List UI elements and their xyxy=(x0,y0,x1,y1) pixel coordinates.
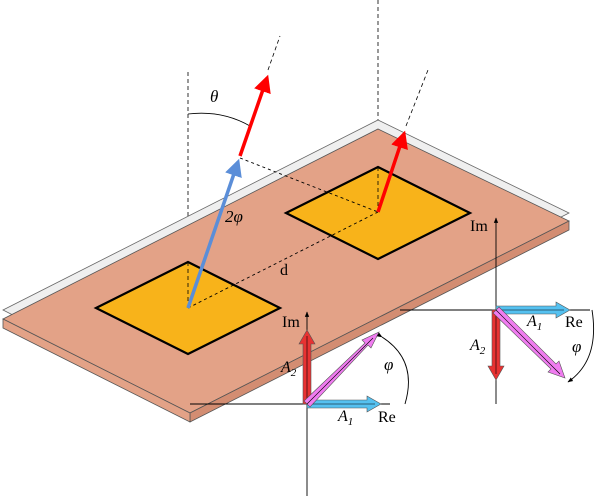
right-phi-label: φ xyxy=(572,337,581,356)
left-phi-arc xyxy=(376,332,409,405)
left-a1-label: A1 xyxy=(337,408,353,428)
left-re-label: Re xyxy=(378,409,396,426)
right-a2-label: A2 xyxy=(469,337,486,357)
right-re-label: Re xyxy=(565,314,583,331)
left-im-label: Im xyxy=(282,314,300,331)
left-phi-label: φ xyxy=(384,355,393,374)
right-resultant-phasor-stroke xyxy=(495,309,561,375)
right-phi-arc xyxy=(567,309,595,383)
theta-angle-arc xyxy=(187,112,251,127)
distance-label: d xyxy=(280,262,288,279)
left-beam-extension xyxy=(267,35,281,71)
right-im-label: Im xyxy=(470,218,488,235)
right-phasor-diagram: Im Re A1 A2 φ xyxy=(400,217,595,404)
two-phi-label: 2φ xyxy=(225,207,243,226)
right-beam xyxy=(376,130,408,213)
wavefront-line xyxy=(239,157,379,213)
left-a2-label: A2 xyxy=(280,359,297,379)
left-resultant-phasor-stroke xyxy=(306,337,374,405)
right-a1-label: A1 xyxy=(526,313,542,333)
substrate-front-face xyxy=(2,318,191,423)
patch-antenna-right xyxy=(283,165,473,261)
left-phasor-diagram: Im Re A2 A1 φ xyxy=(190,311,409,496)
right-beam-extension xyxy=(405,69,429,127)
path-difference-beam xyxy=(186,158,242,309)
left-beam xyxy=(238,74,271,157)
theta-label: θ xyxy=(210,87,218,106)
